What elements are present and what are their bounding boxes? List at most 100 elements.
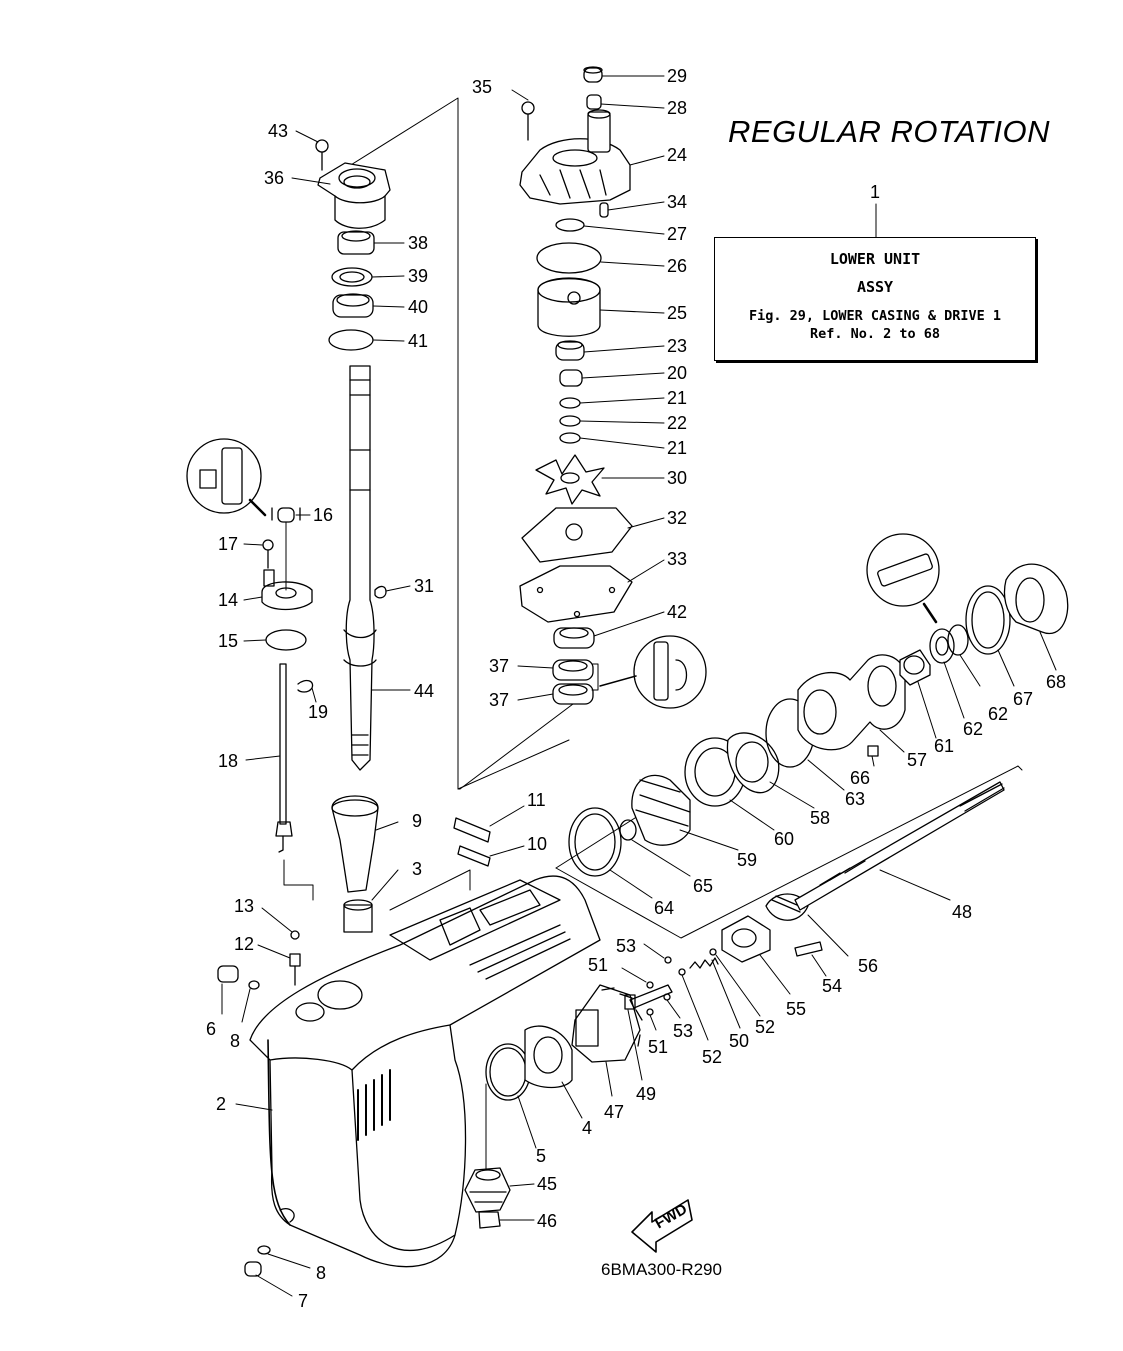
- washer-65: [619, 819, 637, 841]
- callout-28: 28: [667, 98, 688, 118]
- callout-21b: 21: [667, 438, 688, 458]
- washer-8b: [257, 1245, 271, 1255]
- bushing-23: [555, 340, 585, 361]
- callout-61: 61: [934, 736, 955, 756]
- callout-52b: 52: [755, 1017, 776, 1037]
- detail-circle-middle: [599, 635, 707, 709]
- callout-37b: 37: [489, 690, 510, 710]
- callout-7: 7: [298, 1291, 309, 1311]
- drive-shaft: [343, 365, 377, 771]
- ball-53b: [663, 993, 671, 1001]
- callout-42: 42: [667, 602, 688, 622]
- diagram-title: REGULAR ROTATION: [728, 114, 1051, 149]
- callout-32: 32: [667, 508, 688, 528]
- callout-48: 48: [952, 902, 973, 922]
- callout-37a: 37: [489, 656, 510, 676]
- callout-5: 5: [536, 1146, 547, 1166]
- callout-64: 64: [654, 898, 675, 918]
- needle-bearing-61: [899, 649, 931, 686]
- water-pump-housing: [519, 109, 631, 205]
- bolt-43: [315, 139, 329, 171]
- taper-bearing-58: [726, 732, 780, 794]
- callout-17: 17: [218, 534, 239, 554]
- callout-21a: 21: [667, 388, 688, 408]
- washer-8a: [248, 980, 260, 990]
- ref-callout-1: 1: [870, 182, 881, 202]
- seal-62b: [947, 624, 969, 656]
- callout-22: 22: [667, 413, 688, 433]
- callout-14: 14: [218, 590, 239, 610]
- callout-16: 16: [313, 505, 334, 525]
- info-line-2: ASSY: [856, 278, 894, 296]
- callout-39: 39: [408, 266, 429, 286]
- taper-bearing-4: [524, 1025, 573, 1089]
- callout-33: 33: [667, 549, 688, 569]
- callout-11: 11: [527, 790, 546, 810]
- callout-8b: 8: [316, 1263, 327, 1283]
- ball-52a: [678, 968, 686, 976]
- shift-housing: [261, 569, 313, 611]
- dog-clutch-55: [721, 915, 771, 963]
- callout-60: 60: [774, 829, 795, 849]
- needle-bearing-38: [337, 230, 375, 255]
- bolt-12: [289, 953, 301, 986]
- bevel-gear-59: [631, 774, 691, 846]
- seal-20: [559, 369, 583, 387]
- callout-57: 57: [907, 750, 928, 770]
- lower-casing: [249, 875, 601, 1268]
- washer-22: [559, 415, 581, 427]
- callout-51a: 51: [588, 955, 609, 975]
- bolt-17: [262, 539, 274, 569]
- pin-54: [794, 941, 823, 957]
- callout-59: 59: [737, 850, 758, 870]
- grommet-28: [586, 94, 602, 110]
- guide-lines: [283, 97, 1023, 1177]
- info-line-4: Ref. No. 2 to 68: [809, 326, 941, 342]
- callout-41: 41: [408, 331, 429, 351]
- callout-68: 68: [1046, 672, 1067, 692]
- callout-23: 23: [667, 336, 688, 356]
- callout-66: 66: [850, 768, 871, 788]
- bearing-3: [343, 899, 373, 933]
- callout-53a: 53: [616, 936, 637, 956]
- ball-51a: [646, 981, 654, 989]
- o-ring-26: [536, 242, 602, 274]
- callout-49: 49: [636, 1084, 657, 1104]
- impeller-30: [535, 454, 605, 505]
- seal-62a: [929, 628, 955, 664]
- callout-46: 46: [537, 1211, 558, 1231]
- key-10: [457, 845, 491, 867]
- shift-plunger-49: [624, 984, 673, 1010]
- callout-51b: 51: [648, 1037, 669, 1057]
- callout-18: 18: [218, 751, 239, 771]
- oil-seal-housing: [317, 162, 391, 229]
- assembly-info-box: LOWER UNIT ASSY Fig. 29, LOWER CASING & …: [714, 237, 1036, 361]
- callout-58: 58: [810, 808, 831, 828]
- ball-53a: [664, 956, 672, 964]
- callout-26: 26: [667, 256, 688, 276]
- o-ring-41: [328, 329, 374, 351]
- callout-15: 15: [218, 631, 239, 651]
- callout-54: 54: [822, 976, 843, 996]
- oil-seal-40: [332, 293, 374, 318]
- spring-50: [689, 957, 719, 969]
- callout-56: 56: [858, 956, 879, 976]
- callout-3: 3: [412, 859, 423, 879]
- callout-47: 47: [604, 1102, 625, 1122]
- callout-34: 34: [667, 192, 688, 212]
- callout-62b: 62: [988, 704, 1009, 724]
- key-66: [867, 745, 879, 757]
- oil-seal-37a: [552, 659, 594, 681]
- gear-47: [571, 984, 643, 1063]
- ball-52b: [709, 948, 717, 956]
- callout-35: 35: [472, 77, 493, 97]
- fwd-arrow-shape: [631, 1199, 693, 1253]
- washer-39: [331, 267, 373, 287]
- callout-9: 9: [412, 811, 423, 831]
- ring-nut-68: [1003, 563, 1069, 635]
- grommet-29: [583, 66, 603, 83]
- callout-38: 38: [408, 233, 429, 253]
- pin-34: [599, 202, 609, 218]
- callout-40: 40: [408, 297, 429, 317]
